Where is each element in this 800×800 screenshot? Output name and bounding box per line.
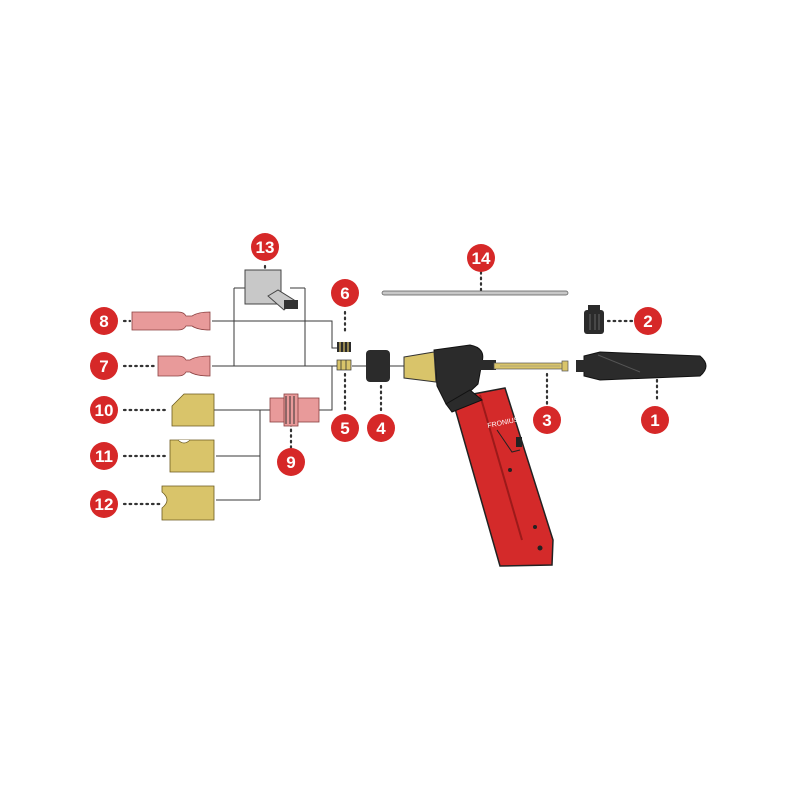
part-7-ceramic-nozzle	[157, 355, 211, 377]
connector-lines	[212, 287, 404, 501]
callout-badge-6: 6	[331, 279, 359, 307]
callout-circle	[90, 442, 118, 470]
callout-badge-1: 1	[641, 406, 669, 434]
callout-number: 2	[643, 312, 652, 331]
part-6-fitting	[337, 342, 351, 352]
callout-number: 7	[99, 357, 108, 376]
callout-badge-9: 9	[277, 448, 305, 476]
callout-number: 9	[286, 453, 295, 472]
callout-number: 10	[95, 401, 114, 420]
callout-badge-11: 11	[90, 442, 118, 470]
callout-number: 14	[472, 249, 491, 268]
callout-circle	[467, 244, 495, 272]
callout-circle	[277, 448, 305, 476]
callout-circle	[634, 307, 662, 335]
part-1-back-cap	[576, 351, 707, 381]
part-9-adapter	[269, 393, 320, 427]
callout-circle	[533, 406, 561, 434]
callout-number: 6	[340, 284, 349, 303]
callout-number: 3	[542, 411, 551, 430]
part-5-fitting	[336, 359, 352, 371]
callout-number: 8	[99, 312, 108, 331]
callout-badge-3: 3	[533, 406, 561, 434]
callout-badge-13: 13	[251, 233, 279, 261]
part-10-shield	[171, 393, 215, 427]
callout-circle	[367, 414, 395, 442]
callout-number: 11	[95, 447, 113, 466]
callout-number: 12	[95, 495, 114, 514]
callout-circle	[251, 233, 279, 261]
callout-badge-4: 4	[367, 414, 395, 442]
callout-circle	[331, 279, 359, 307]
callout-circle	[90, 307, 118, 335]
callout-badge-10: 10	[90, 396, 118, 424]
part-4-insulator	[366, 350, 390, 382]
part-3-collet	[493, 360, 569, 372]
callout-circle	[90, 396, 118, 424]
part-8-ceramic-nozzle	[131, 311, 211, 331]
callout-badge-5: 5	[331, 414, 359, 442]
torch-body: FRONIUS	[403, 344, 554, 567]
callout-number: 5	[340, 419, 349, 438]
callout-badge-14: 14	[467, 244, 495, 272]
callout-badge-7: 7	[90, 352, 118, 380]
callout-circle	[641, 406, 669, 434]
callout-number: 13	[256, 238, 275, 257]
callout-number: 4	[376, 419, 386, 438]
callout-badge-2: 2	[634, 307, 662, 335]
part-11-shield	[169, 439, 215, 473]
callout-badge-8: 8	[90, 307, 118, 335]
callout-circle	[331, 414, 359, 442]
callout-circle	[90, 352, 118, 380]
part-14-rod	[381, 290, 569, 296]
part-12-shield	[161, 485, 215, 521]
part-13-elbow	[244, 269, 298, 311]
part-2-short-cap	[584, 305, 604, 334]
callout-number: 1	[650, 411, 659, 430]
callout-badge-12: 12	[90, 490, 118, 518]
callout-circle	[90, 490, 118, 518]
